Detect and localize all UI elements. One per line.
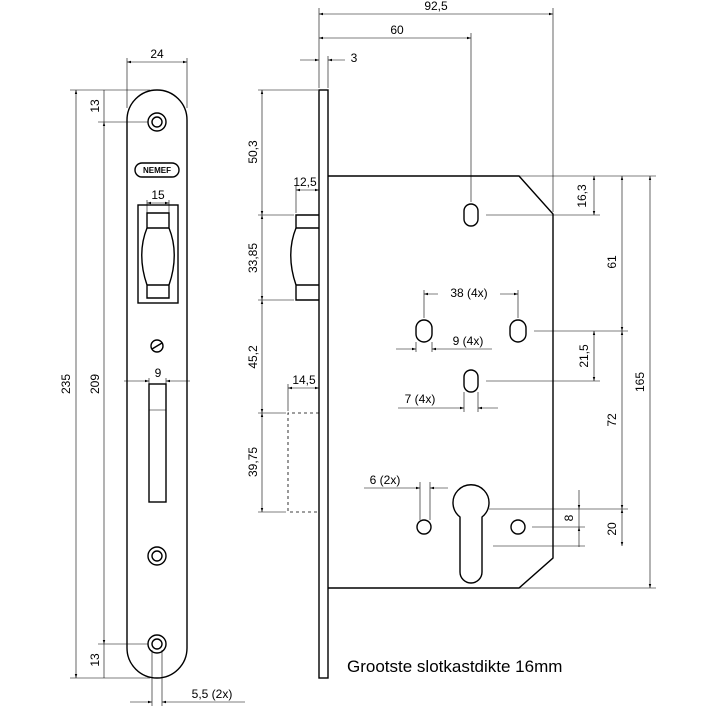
- dim-bolt-width-front: 9: [155, 366, 162, 380]
- cylinder-keyhole: [452, 484, 490, 584]
- dim-screw-offset-bottom: 13: [88, 653, 102, 667]
- dim-latch-offset: 50,3: [246, 140, 260, 164]
- latch-bolt: [141, 212, 175, 299]
- brand-badge: [134, 162, 180, 178]
- faceplate-outline: [126, 89, 188, 679]
- case-hole-top: [463, 203, 479, 227]
- caption: Grootste slotkastdikte 16mm: [347, 657, 562, 676]
- dim-hole-dia-7: 7 (4x): [405, 392, 436, 406]
- bottom-screw-icon: [147, 634, 167, 654]
- dim-72: 72: [605, 413, 619, 427]
- faceplate-side: [318, 89, 329, 679]
- case-hole-left: [415, 319, 433, 343]
- dim-depth-total: 92,5: [424, 0, 448, 13]
- dim-bolt-height: 39,75: [246, 447, 260, 477]
- dim-plate-thickness: 3: [351, 51, 358, 65]
- dim-21-5: 21,5: [577, 344, 591, 368]
- dim-latch-height: 33,85: [246, 243, 260, 273]
- dim-screw-offset-top: 13: [88, 99, 102, 113]
- dim-20: 20: [605, 522, 619, 536]
- dim-case-height: 165: [633, 372, 647, 392]
- dim-case-top-offset: 16,3: [575, 184, 589, 208]
- dim-latch-projection: 12,5: [293, 175, 317, 189]
- case-hole-right: [509, 319, 527, 343]
- latch-opening: [137, 204, 179, 304]
- dim-61: 61: [605, 255, 619, 269]
- dim-8: 8: [562, 514, 576, 521]
- dim-front-width: 24: [150, 47, 164, 61]
- dim-hole-dia-9: 9 (4x): [453, 334, 484, 348]
- case-hole-center: [463, 369, 479, 393]
- dim-hole-dia-6: 6 (2x): [370, 473, 401, 487]
- dim-hole-spacing: 38 (4x): [450, 286, 487, 300]
- middle-screw-icon: [147, 546, 167, 566]
- dim-bolt-projection: 14,5: [292, 373, 316, 387]
- dim-screw-spacing: 209: [88, 374, 102, 394]
- case-hole-small-left: [416, 519, 432, 535]
- case-hole-small-right: [510, 519, 526, 535]
- dim-screw-hole: 5,5 (2x): [192, 687, 233, 701]
- side-view: 92,5 60 3 50,3 33,85 45,2 39,75 12,5 14,…: [246, 0, 656, 679]
- brand-label: NEMEF: [143, 166, 171, 175]
- deadbolt-opening: [148, 383, 167, 503]
- set-screw-icon: [150, 339, 164, 353]
- latch-side-profile: [290, 214, 319, 301]
- dim-latch-width: 15: [151, 188, 165, 202]
- dim-latch-to-bolt: 45,2: [246, 345, 260, 369]
- dim-backset: 60: [390, 23, 404, 37]
- top-screw-icon: [147, 112, 167, 132]
- deadbolt-side-dashed: [287, 412, 319, 513]
- dim-total-height: 235: [59, 374, 73, 394]
- front-view: NEMEF 24 235: [59, 47, 245, 706]
- lock-case-outline: [328, 175, 554, 589]
